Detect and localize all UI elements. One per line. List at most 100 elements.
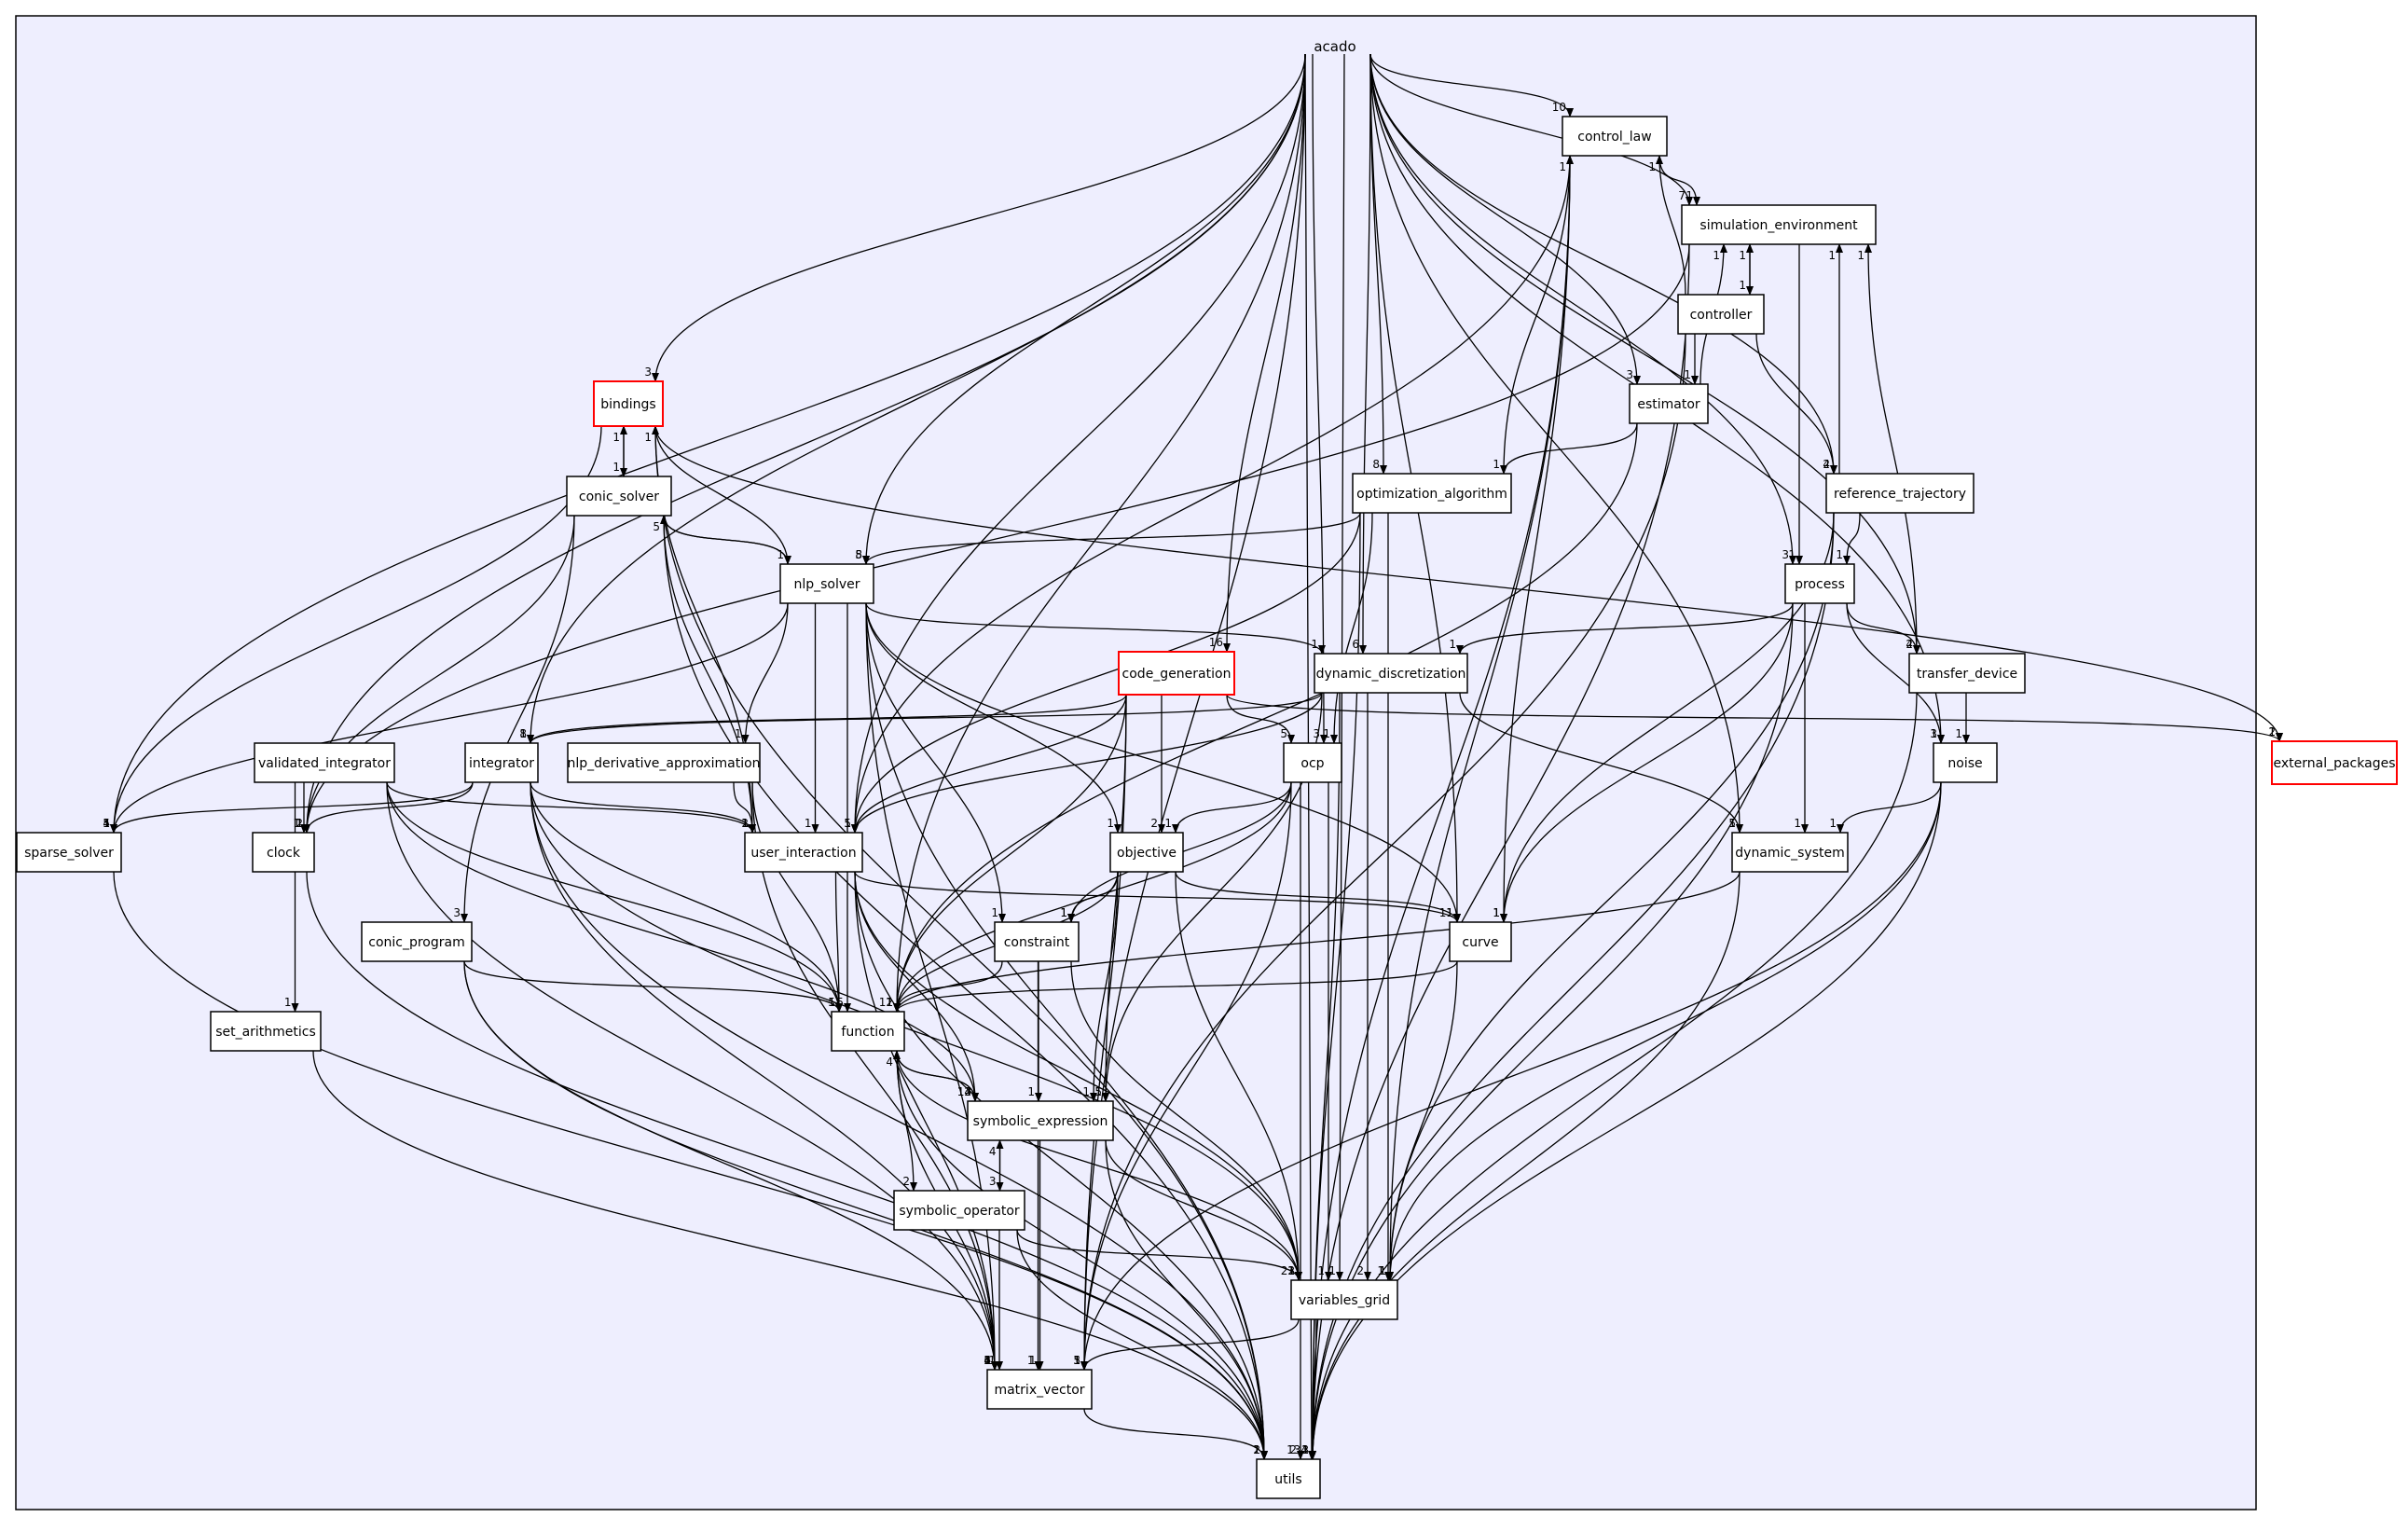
node-box[interactable] <box>1629 383 1709 424</box>
node-constraint[interactable]: constraint <box>994 921 1080 962</box>
node-box[interactable] <box>361 921 473 962</box>
edge-label: 1 <box>886 996 893 1009</box>
edge-label: 2 <box>1150 817 1158 830</box>
node-box[interactable] <box>1314 653 1468 694</box>
edge-curve-to-variables_grid <box>1386 960 1458 1281</box>
node-box[interactable] <box>567 742 761 783</box>
node-box[interactable] <box>986 1369 1093 1410</box>
edge-process-to-curve <box>1500 602 1794 923</box>
node-box[interactable] <box>254 742 395 783</box>
edge-estimator-to-optimization_algorithm <box>1500 422 1638 475</box>
node-ocp[interactable]: ocp <box>1283 742 1342 783</box>
node-box[interactable] <box>1731 832 1849 873</box>
edge-label: 1 <box>1253 1443 1260 1456</box>
node-optimization-algorithm[interactable]: optimization_algorithm <box>1352 473 1512 514</box>
node-controller[interactable]: controller <box>1677 294 1765 335</box>
node-variables-grid[interactable]: variables_grid <box>1290 1279 1398 1320</box>
node-objective[interactable]: objective <box>1109 832 1184 873</box>
node-box[interactable] <box>2271 740 2398 785</box>
edge-label: 1 <box>988 1354 996 1367</box>
node-box[interactable] <box>593 380 664 427</box>
node-estimator[interactable]: estimator <box>1629 383 1709 424</box>
node-label: controller <box>1690 308 1753 323</box>
node-integrator[interactable]: integrator <box>464 742 539 783</box>
node-transfer-device[interactable]: transfer_device <box>1908 653 2026 694</box>
node-symbolic-operator[interactable]: symbolic_operator <box>893 1190 1025 1231</box>
node-symbolic-expression[interactable]: symbolic_expression <box>967 1100 1114 1141</box>
node-box[interactable] <box>1562 116 1668 157</box>
node-box[interactable] <box>1118 651 1235 696</box>
node-label: control_law <box>1577 130 1651 145</box>
edge-label: 1 <box>1253 1443 1260 1456</box>
edge-label: 1 <box>741 817 749 830</box>
edge-noise-to-dynamic_system <box>1837 781 1942 834</box>
node-box[interactable] <box>1933 742 1998 783</box>
edge-transfer_device-to-simulation_environment <box>1864 243 1918 655</box>
node-bindings[interactable]: bindings <box>593 380 664 427</box>
node-function[interactable]: function <box>831 1011 905 1052</box>
edge-code_generation-to-external_packages <box>1226 694 2283 742</box>
node-box[interactable] <box>1784 563 1855 604</box>
node-dynamic-system[interactable]: dynamic_system <box>1731 832 1849 873</box>
node-box[interactable] <box>16 832 122 873</box>
node-code-generation[interactable]: code_generation <box>1118 651 1235 696</box>
edge-label: 1 <box>1253 1443 1260 1456</box>
node-box[interactable] <box>464 742 539 783</box>
node-user-interaction[interactable]: user_interaction <box>744 832 863 873</box>
node-clock[interactable]: clock <box>252 832 315 873</box>
node-sparse-solver[interactable]: sparse_solver <box>16 832 122 873</box>
edge-optimization_algorithm-to-nlp_solver <box>862 512 1361 565</box>
edge-nlp_derivative_approximation-to-matrix_vector <box>751 781 998 1371</box>
node-box[interactable] <box>893 1190 1025 1231</box>
node-box[interactable] <box>744 832 863 873</box>
node-curve[interactable]: curve <box>1449 921 1512 962</box>
node-reference-trajectory[interactable]: reference_trajectory <box>1825 473 1975 514</box>
node-validated-integrator[interactable]: validated_integrator <box>254 742 395 783</box>
edge-label: 5 <box>653 520 660 533</box>
node-box[interactable] <box>831 1011 905 1052</box>
node-box[interactable] <box>210 1011 322 1052</box>
node-box[interactable] <box>1283 742 1342 783</box>
edge-label: 1 <box>1311 638 1318 651</box>
edge-conic_solver-to-conic_program <box>461 515 575 923</box>
edge-label: 1 <box>828 996 835 1009</box>
node-simulation-environment[interactable]: simulation_environment <box>1681 204 1877 245</box>
node-conic-solver[interactable]: conic_solver <box>566 476 672 517</box>
node-box[interactable] <box>1109 832 1184 873</box>
node-noise[interactable]: noise <box>1933 742 1998 783</box>
node-process[interactable]: process <box>1784 563 1855 604</box>
node-box[interactable] <box>252 832 315 873</box>
nodes-layer: control_law simulation_environmentcontrol… <box>16 116 2398 1499</box>
node-box[interactable] <box>1908 653 2026 694</box>
edge-objective-to-symbolic_expression <box>1090 871 1119 1102</box>
edge-transfer_device-to-utils <box>1309 692 1918 1460</box>
node-dynamic-discretization[interactable]: dynamic_discretization <box>1314 653 1468 694</box>
node-conic-program[interactable]: conic_program <box>361 921 473 962</box>
node-control-law[interactable]: control_law <box>1562 116 1668 157</box>
node-box[interactable] <box>1449 921 1512 962</box>
node-box[interactable] <box>1677 294 1765 335</box>
node-box[interactable] <box>1290 1279 1398 1320</box>
edge-label: 1 <box>844 817 851 830</box>
node-nlp-derivative-approximation[interactable]: nlp_derivative_approximation <box>567 742 761 783</box>
node-box[interactable] <box>1352 473 1512 514</box>
node-box[interactable] <box>967 1100 1114 1141</box>
node-box[interactable] <box>1825 473 1975 514</box>
node-external-packages[interactable]: external_packages <box>2271 740 2398 785</box>
node-box[interactable] <box>566 476 672 517</box>
edge-label: 1 <box>296 817 303 830</box>
node-set-arithmetics[interactable]: set_arithmetics <box>210 1011 322 1052</box>
edge-label: 1 <box>886 996 893 1009</box>
edge-label: 2 <box>1253 1443 1260 1456</box>
node-box[interactable] <box>779 563 874 604</box>
edge-label: 1 <box>1379 1264 1386 1277</box>
edge-set_arithmetics-to-utils <box>312 1050 1268 1460</box>
node-box[interactable] <box>1681 204 1877 245</box>
edge-label: 1 <box>1328 1264 1336 1277</box>
node-utils[interactable]: utils <box>1256 1458 1321 1499</box>
node-nlp-solver[interactable]: nlp_solver <box>779 563 874 604</box>
edge-process-to-transfer_device <box>1846 602 1920 655</box>
node-matrix-vector[interactable]: matrix_vector <box>986 1369 1093 1410</box>
node-box[interactable] <box>994 921 1080 962</box>
node-box[interactable] <box>1256 1458 1321 1499</box>
